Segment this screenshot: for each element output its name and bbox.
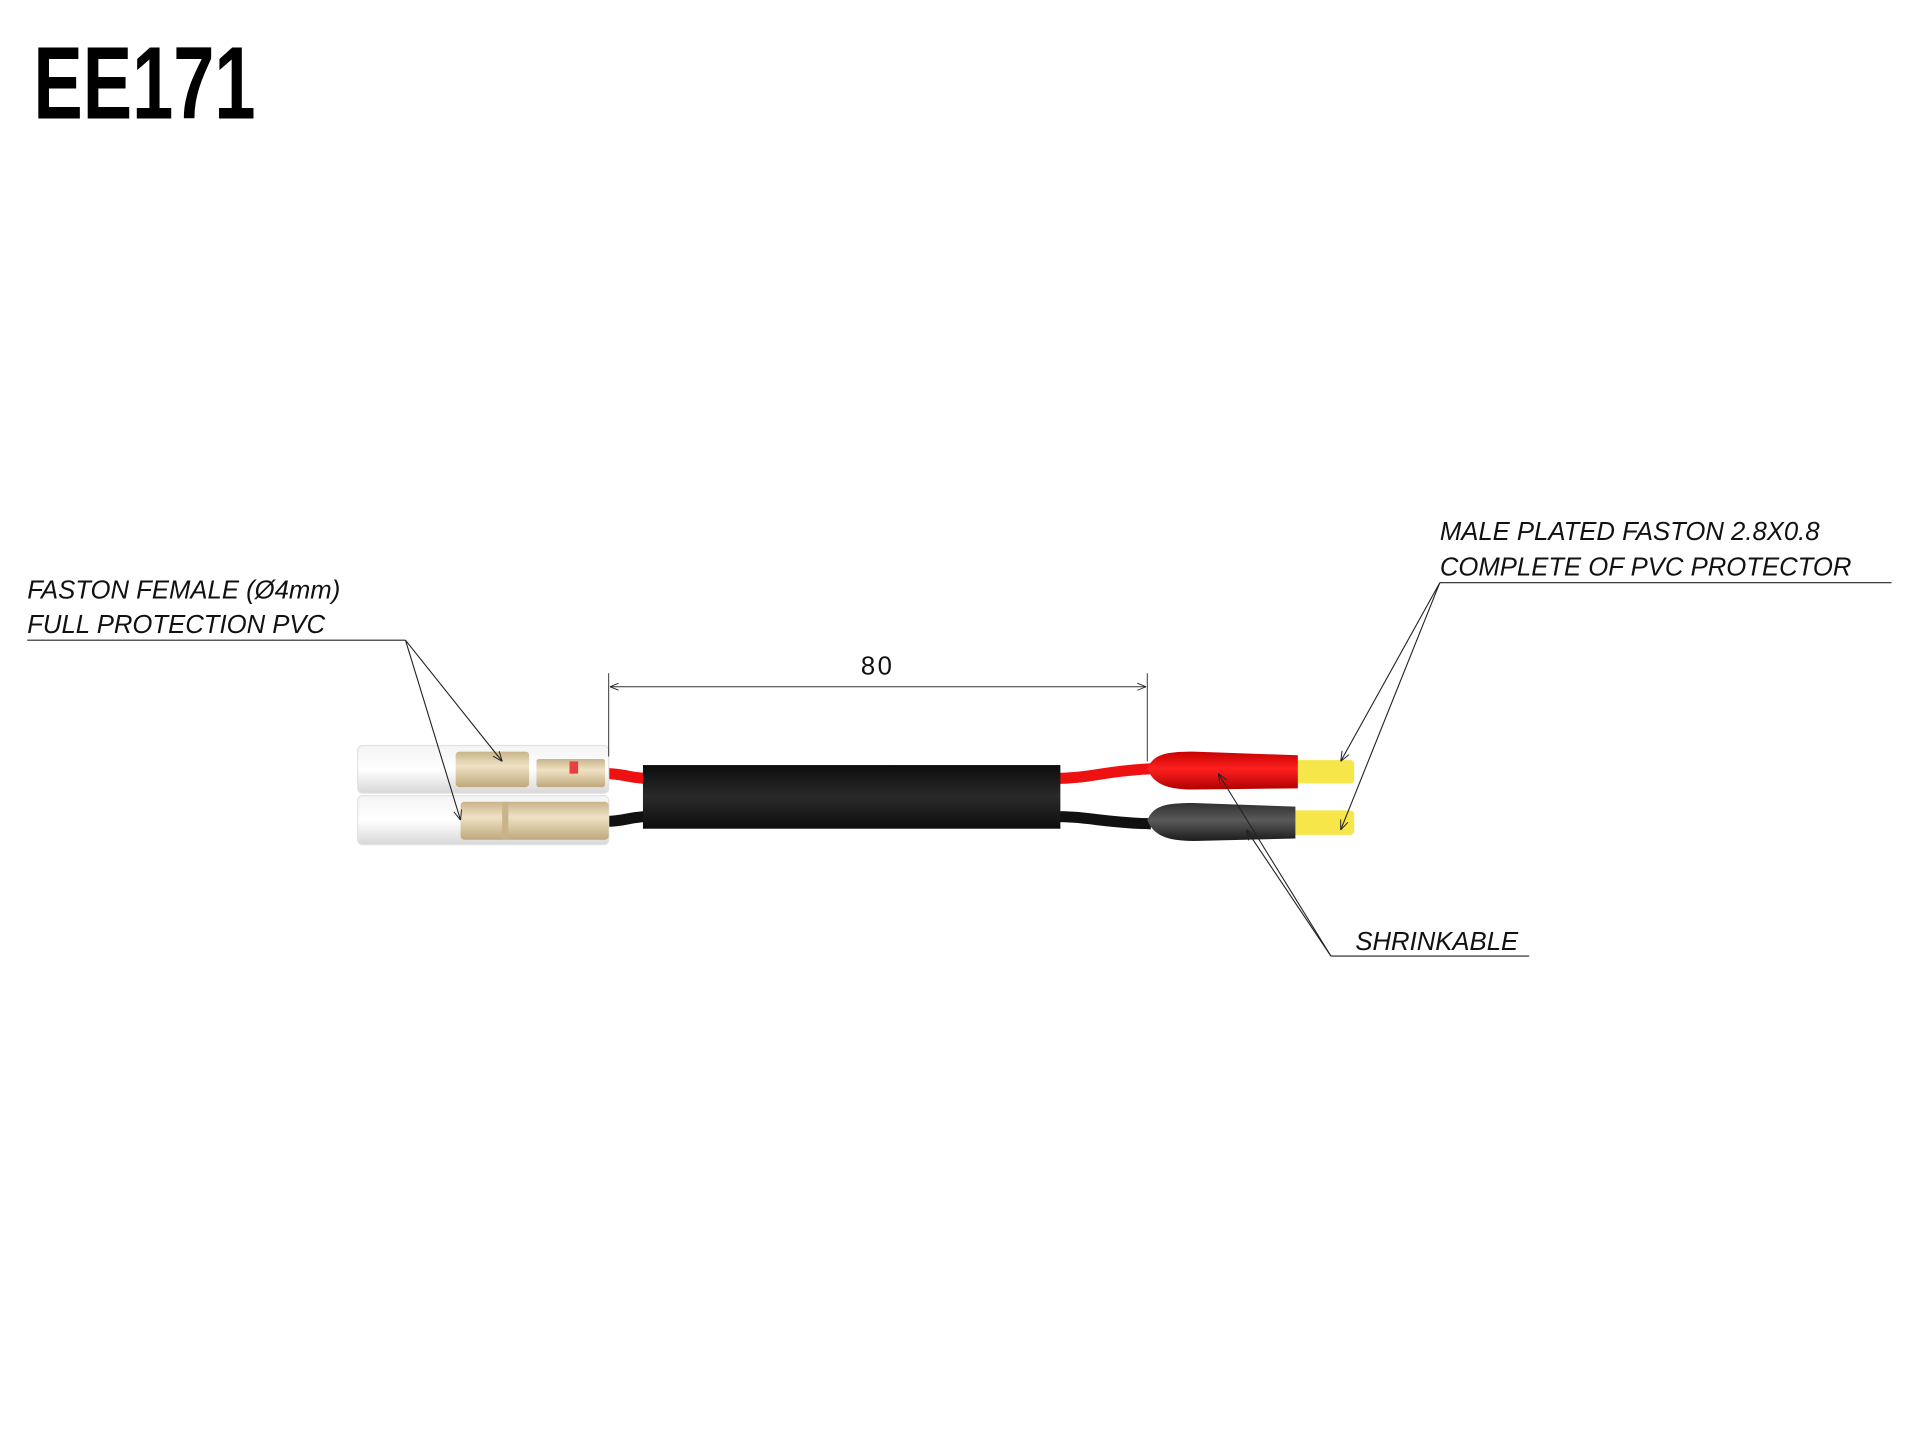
label-shrinkable: SHRINKABLE (1355, 928, 1519, 956)
female-connector-black (357, 795, 610, 846)
leader-male (1341, 582, 1892, 830)
male-connector-black (1147, 803, 1355, 841)
label-male-line1: MALE PLATED FASTON 2.8X0.8 (1440, 518, 1820, 546)
leader-shrinkable (1218, 774, 1530, 957)
dimension-80 (608, 673, 1148, 762)
label-female-line1: FASTON FEMALE (Ø4mm) (27, 577, 340, 605)
label-male-line2: COMPLETE OF PVC PROTECTOR (1440, 553, 1852, 581)
female-connector-red (357, 744, 610, 794)
shrink-sleeve (642, 765, 1061, 829)
leader-female (27, 639, 502, 820)
dimension-label: 80 (861, 652, 894, 680)
male-connector-red (1147, 751, 1355, 790)
part-number-title: EE171 (33, 26, 255, 141)
label-female-line2: FULL PROTECTION PVC (27, 611, 325, 639)
